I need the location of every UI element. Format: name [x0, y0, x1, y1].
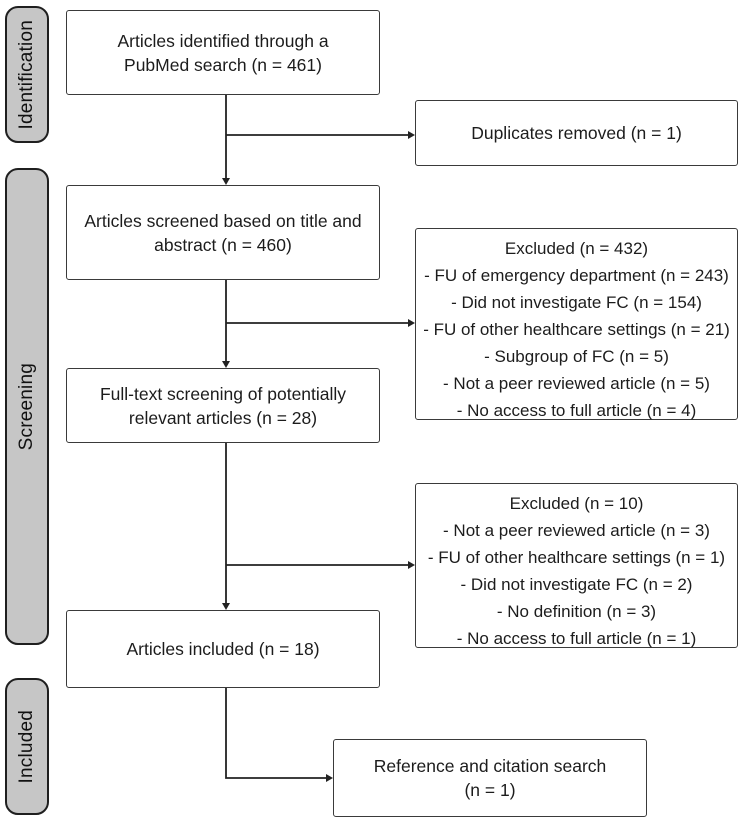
excluded-reason: - Not a peer reviewed article (n = 5): [443, 374, 710, 393]
box-articles-included: Articles included (n = 18): [66, 610, 380, 688]
stage-identification: Identification: [5, 6, 49, 143]
excluded-reason: - FU of other healthcare settings (n = 1…: [427, 548, 726, 567]
box-excluded-10-reasons: - Not a peer reviewed article (n = 3) - F…: [428, 517, 725, 652]
box-articles-identified: Articles identified through a PubMed sea…: [66, 10, 380, 95]
excluded-reason: - Subgroup of FC (n = 5): [484, 347, 669, 366]
box-reference-citation-line2: (n = 1): [464, 780, 516, 800]
box-articles-identified-line2: PubMed search (n = 461): [124, 54, 322, 75]
box-fulltext-screening-line2: relevant articles (n = 28): [128, 407, 318, 428]
box-excluded-432: Excluded (n = 432) - FU of emergency dep…: [415, 228, 738, 420]
excluded-reason: - No access to full article (n = 1): [456, 629, 697, 648]
box-excluded-10: Excluded (n = 10) - Not a peer reviewed …: [415, 483, 738, 648]
box-articles-included-line1: Articles included (n = 18): [126, 639, 320, 659]
box-duplicates-removed: Duplicates removed (n = 1): [415, 100, 738, 166]
box-reference-citation-line1: Reference and citation search: [373, 756, 607, 776]
box-fulltext-screening: Full-text screening of potentially relev…: [66, 368, 380, 443]
box-articles-screened: Articles screened based on title and abs…: [66, 185, 380, 280]
box-fulltext-screening-line1: Full-text screening of potentially: [99, 383, 347, 404]
excluded-reason: - No definition (n = 3): [496, 602, 657, 621]
stage-screening: Screening: [5, 168, 49, 645]
excluded-reason: - Did not investigate FC (n = 154): [451, 293, 702, 312]
box-reference-citation-search: Reference and citation search (n = 1): [333, 739, 647, 817]
excluded-reason: - FU of emergency department (n = 243): [424, 266, 729, 285]
excluded-reason: - Did not investigate FC (n = 2): [460, 575, 693, 594]
stage-included: Included: [5, 678, 49, 815]
box-excluded-432-reasons: - FU of emergency department (n = 243) - …: [423, 262, 730, 424]
box-articles-screened-line1: Articles screened based on title and: [84, 210, 362, 231]
box-excluded-432-title: Excluded (n = 432): [504, 239, 649, 258]
box-articles-screened-line2: abstract (n = 460): [154, 234, 292, 255]
excluded-reason: - FU of other healthcare settings (n = 2…: [423, 320, 730, 339]
excluded-reason: - Not a peer reviewed article (n = 3): [443, 521, 710, 540]
box-duplicates-removed-line1: Duplicates removed (n = 1): [471, 123, 682, 143]
box-excluded-10-title: Excluded (n = 10): [509, 494, 644, 513]
excluded-reason: - No access to full article (n = 4): [456, 401, 697, 420]
box-articles-identified-line1: Articles identified through a: [117, 30, 329, 51]
